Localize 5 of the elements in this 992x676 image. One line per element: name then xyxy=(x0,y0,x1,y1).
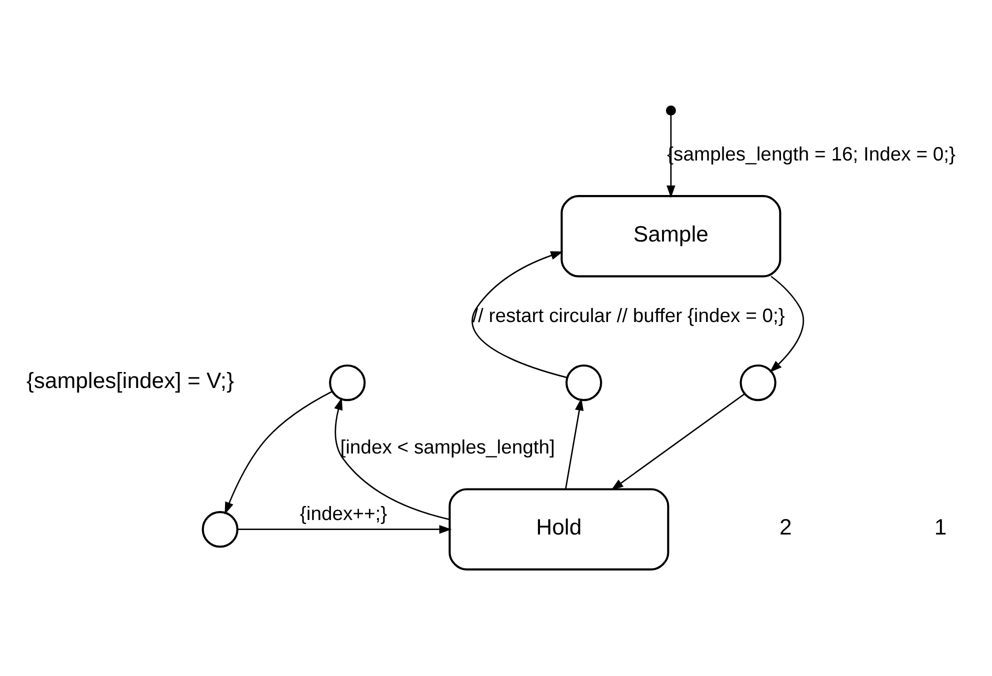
label: 1 xyxy=(934,514,947,540)
edge-label: [index < samples_length] xyxy=(340,436,555,459)
label: {samples[index] = V;} xyxy=(26,368,234,394)
label: 2 xyxy=(780,514,792,540)
edge-label: {index++;} xyxy=(300,502,388,525)
